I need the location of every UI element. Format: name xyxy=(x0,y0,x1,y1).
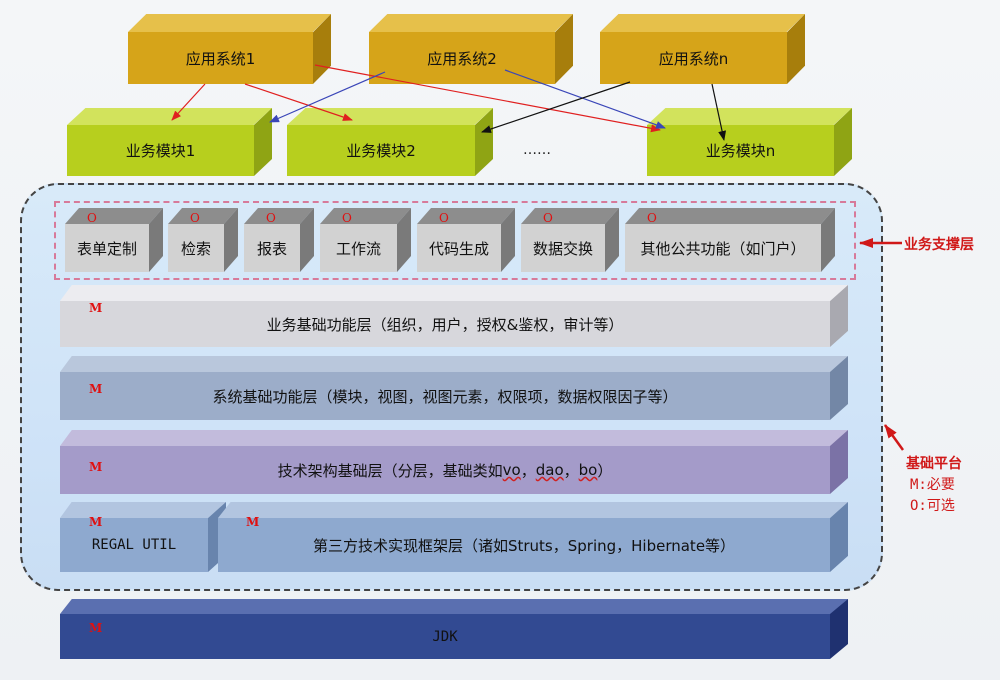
arrow-app1-modn xyxy=(314,64,661,133)
tech-arch-sep1: ， xyxy=(520,461,536,480)
support-item: 工作流 xyxy=(320,208,411,272)
support-item-label: 表单定制 xyxy=(65,224,149,272)
business-module-1: 业务模块1 xyxy=(67,108,272,176)
tech-arch-dao: dao xyxy=(535,461,564,479)
layer-regal-util-label: REGAL UTIL xyxy=(60,518,208,572)
layer-regal-util-mark: M xyxy=(89,515,103,529)
arrow-app1-mod2 xyxy=(244,83,353,121)
support-item: 表单定制 xyxy=(65,208,163,272)
app-system-2: 应用系统2 xyxy=(369,14,573,84)
support-item-label: 数据交换 xyxy=(521,224,605,272)
layer-tech-arch-mark: M xyxy=(89,460,103,474)
support-item-mark: O xyxy=(543,211,553,225)
layer-business-base: 业务基础功能层（组织，用户，授权&鉴权，审计等） xyxy=(60,285,848,347)
layer-third-party-label: 第三方技术实现框架层（诸如Struts，Spring，Hibernate等） xyxy=(218,518,830,572)
business-module-2-label: 业务模块2 xyxy=(287,125,475,176)
arrow-platform-label xyxy=(883,424,905,451)
arrow-appn-mod2 xyxy=(481,81,631,133)
arrow-app2-mod1 xyxy=(269,71,386,123)
layer-system-base-label: 系统基础功能层（模块，视图，视图元素，权限项，数据权限因子等） xyxy=(60,372,830,420)
layer-jdk-mark: M xyxy=(89,621,103,635)
arrow-app2-modn xyxy=(504,69,666,129)
layer-business-base-label: 业务基础功能层（组织，用户，授权&鉴权，审计等） xyxy=(60,301,830,347)
base-platform-label: 基础平台 xyxy=(906,456,962,472)
tech-arch-bo: bo xyxy=(578,461,598,479)
business-module-n-label: 业务模块n xyxy=(647,125,834,176)
support-item-label: 工作流 xyxy=(320,224,397,272)
support-item: 其他公共功能（如门户） xyxy=(625,208,835,272)
legend-mandatory: M:必要 xyxy=(910,477,955,493)
layer-system-base-mark: M xyxy=(89,382,103,396)
app-system-1-label: 应用系统1 xyxy=(128,32,313,84)
layer-regal-util: REGAL UTIL xyxy=(60,502,226,572)
layer-third-party-mark: M xyxy=(246,515,260,529)
support-item-mark: O xyxy=(342,211,352,225)
layer-jdk-label: JDK xyxy=(60,614,830,659)
support-item-mark: O xyxy=(190,211,200,225)
arrow-appn-modn xyxy=(711,83,727,141)
support-item: 数据交换 xyxy=(521,208,619,272)
layer-system-base: 系统基础功能层（模块，视图，视图元素，权限项，数据权限因子等） xyxy=(60,356,848,420)
tech-arch-sep2: ， xyxy=(563,461,579,480)
arrow-app1-mod1 xyxy=(171,83,206,121)
support-item: 代码生成 xyxy=(417,208,515,272)
support-item-label: 其他公共功能（如门户） xyxy=(625,224,821,272)
support-item: 检索 xyxy=(168,208,238,272)
support-item-mark: O xyxy=(87,211,97,225)
app-system-n-label: 应用系统n xyxy=(600,32,787,84)
layer-third-party: 第三方技术实现框架层（诸如Struts，Spring，Hibernate等） xyxy=(218,502,848,572)
layer-jdk: JDK xyxy=(60,599,848,659)
module-ellipsis: …… xyxy=(523,142,551,158)
business-module-2: 业务模块2 xyxy=(287,108,493,176)
layer-business-base-mark: M xyxy=(89,301,103,315)
support-item-label: 代码生成 xyxy=(417,224,501,272)
support-item: 报表 xyxy=(244,208,314,272)
support-item-label: 检索 xyxy=(168,224,224,272)
business-module-n: 业务模块n xyxy=(647,108,852,176)
legend-optional: O:可选 xyxy=(910,498,955,514)
tech-arch-prefix: 技术架构基础层（分层，基础类如 xyxy=(277,461,503,480)
tech-arch-vo: vo xyxy=(502,461,521,479)
support-layer-label: 业务支撑层 xyxy=(904,237,974,253)
support-item-label: 报表 xyxy=(244,224,300,272)
app-system-2-label: 应用系统2 xyxy=(369,32,555,84)
support-item-mark: O xyxy=(647,211,657,225)
support-item-mark: O xyxy=(266,211,276,225)
support-item-mark: O xyxy=(439,211,449,225)
app-system-n: 应用系统n xyxy=(600,14,805,84)
business-module-1-label: 业务模块1 xyxy=(67,125,254,176)
tech-arch-suffix: ） xyxy=(597,461,613,480)
app-system-1: 应用系统1 xyxy=(128,14,331,84)
